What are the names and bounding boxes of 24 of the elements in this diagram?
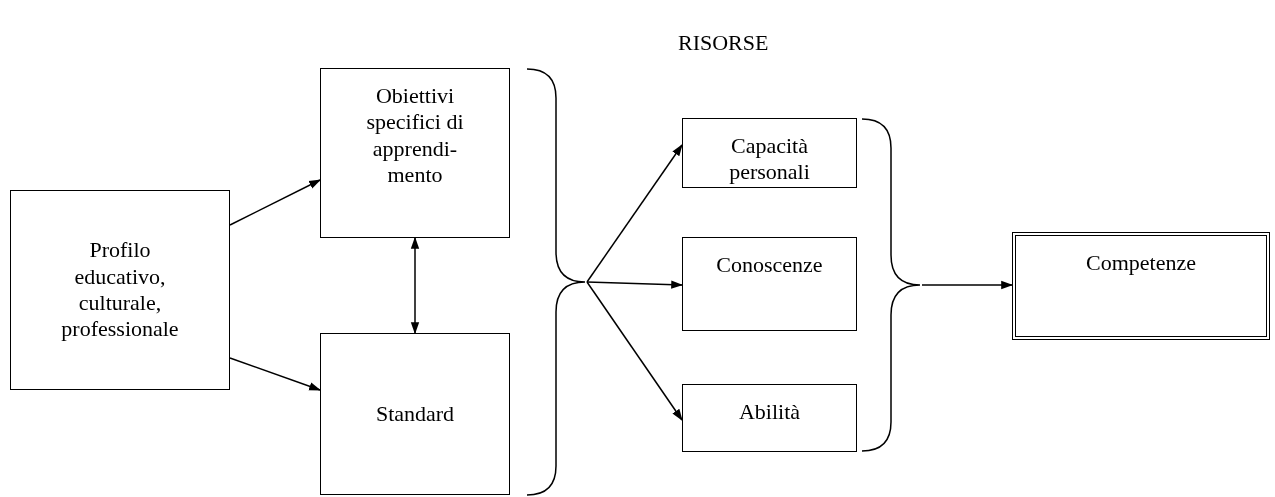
box-label: Competenze [1086, 250, 1196, 277]
box-label: Standard [375, 400, 455, 428]
group-heading: RISORSE [678, 30, 769, 56]
arrow [586, 280, 684, 289]
arrow [229, 179, 322, 226]
box-label: Capacità personali [728, 133, 811, 186]
box-label: Profilo educativo, culturale, professionale [60, 237, 180, 343]
process-box [682, 384, 857, 452]
process-box [320, 333, 510, 495]
process-box [682, 237, 857, 331]
box-label: Conoscenze [716, 252, 823, 279]
box-label: Abilità [738, 399, 801, 426]
arrow [586, 281, 683, 421]
process-box [10, 190, 230, 390]
process-box [1012, 232, 1270, 340]
arrow [921, 280, 1014, 290]
process-box [682, 118, 857, 188]
curly-brace [860, 118, 922, 452]
arrow [410, 236, 420, 335]
arrow [229, 357, 322, 391]
process-box [320, 68, 510, 238]
box-label: Obiettivi specifici di apprendi- mento [365, 83, 465, 189]
curly-brace [525, 68, 587, 496]
arrow [586, 144, 683, 283]
